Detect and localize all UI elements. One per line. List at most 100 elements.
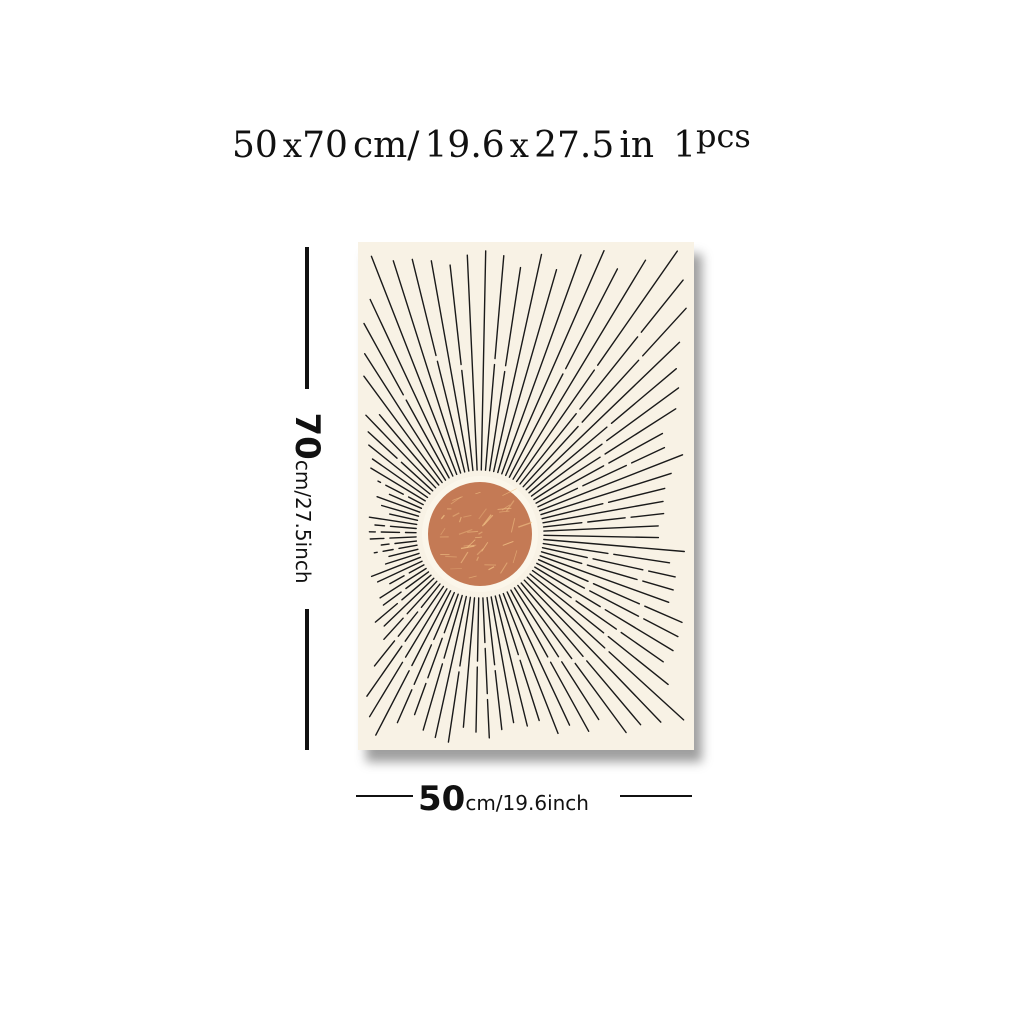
sun-ray (388, 548, 419, 558)
title-x-sep-2: x (509, 126, 529, 166)
sun-ray (385, 484, 404, 495)
sun-ray (519, 659, 540, 722)
sun-ray (523, 579, 662, 723)
width-value: 50 (418, 779, 466, 819)
canvas-print (358, 242, 694, 750)
sun-ray (513, 587, 560, 658)
title-quantity: 1 (673, 125, 697, 166)
sun-ray (529, 573, 605, 634)
sun-ray (434, 595, 468, 739)
sun-ray (630, 512, 665, 518)
sun-ray (533, 456, 601, 501)
sun-ray (447, 671, 460, 743)
sun-ray (515, 369, 596, 483)
size-title: 50 x70 cm/ 19.6 x 27.5 in 1pcs (232, 120, 751, 166)
sun-ray (378, 413, 440, 486)
sun-ray (644, 605, 683, 624)
width-dimension-label: 50cm/19.6inch (418, 782, 589, 816)
sun-scratch (512, 550, 518, 564)
sun-ray (610, 367, 677, 425)
sun-scratch (510, 518, 516, 533)
sun-scratch (474, 536, 482, 539)
sun-scratch (445, 555, 457, 558)
sun-ray (392, 260, 462, 474)
sun-ray (607, 635, 669, 686)
sun-ray (484, 363, 496, 471)
sun-ray (549, 661, 590, 732)
sun-scratch (458, 528, 473, 535)
sun-scratch (450, 496, 462, 505)
sun-ray (541, 503, 604, 520)
sun-ray (538, 454, 684, 512)
sun-ray (492, 253, 543, 473)
sun-ray (389, 575, 405, 585)
sun-ray (389, 513, 419, 521)
sun-ray (484, 647, 489, 695)
sun-ray (564, 268, 619, 370)
sun-scratch (499, 510, 510, 513)
sun-ray (497, 269, 558, 474)
sun-ray (604, 609, 674, 652)
sun-scratch (468, 575, 477, 579)
sun-ray (490, 596, 515, 724)
title-height-cm: 70 (302, 125, 348, 166)
sun-ray (519, 412, 577, 485)
sun-ray (407, 496, 424, 506)
sun-ray (542, 500, 664, 524)
sun-ray (373, 551, 378, 554)
sun-ray (369, 298, 454, 477)
sun-ray (365, 414, 437, 489)
sun-ray (631, 446, 666, 464)
sun-ray (370, 467, 426, 502)
sun-scratch (481, 514, 492, 527)
sun-ray (606, 387, 680, 442)
sun-scratch (463, 544, 477, 547)
sun-ray (642, 307, 687, 357)
sun-ray (543, 538, 685, 553)
sun-scratch (488, 566, 495, 571)
sun-ray (586, 660, 642, 726)
sun-ray (536, 562, 586, 589)
sun-ray (401, 574, 432, 601)
sun-ray (443, 594, 463, 659)
sun-ray (382, 548, 394, 552)
sun-ray (501, 254, 582, 475)
sun-ray (592, 558, 644, 571)
sun-ray (540, 472, 672, 516)
sun-ray (607, 487, 666, 503)
sun-ray (420, 583, 441, 608)
sun-ray (389, 536, 417, 539)
sun-ray (510, 589, 549, 658)
sun-ray (400, 461, 434, 492)
sun-ray (370, 556, 422, 578)
sun-ray (560, 661, 600, 721)
sun-ray (534, 566, 601, 608)
sun-ray (486, 698, 491, 739)
sun-ray (368, 516, 418, 526)
title-unit-in: in (619, 125, 655, 166)
sun-scratch (476, 556, 480, 562)
sun-ray (459, 596, 472, 667)
sun-ray (363, 375, 443, 484)
sun-ray (586, 564, 638, 581)
sun-scratch (481, 541, 489, 552)
sun-ray (596, 250, 678, 366)
title-unit-cm: cm/ (353, 125, 420, 166)
sun-ray (397, 611, 419, 637)
sun-ray (582, 464, 627, 487)
sun-ray (475, 666, 479, 733)
sun-ray (486, 596, 496, 666)
title-width-in: 19.6 (424, 125, 505, 166)
sun-scratch (463, 514, 472, 518)
sun-ray (376, 495, 421, 513)
sun-ray (643, 618, 679, 638)
sun-ray (508, 373, 564, 478)
sun-rays (363, 249, 687, 743)
height-value: 70 (287, 412, 327, 460)
sun-ray (369, 537, 385, 540)
title-quantity-unit: pcs (696, 117, 751, 155)
sun-ray (430, 260, 470, 472)
sun-ray (541, 547, 588, 559)
sun-ray (371, 458, 429, 499)
sun-ray (383, 577, 435, 627)
